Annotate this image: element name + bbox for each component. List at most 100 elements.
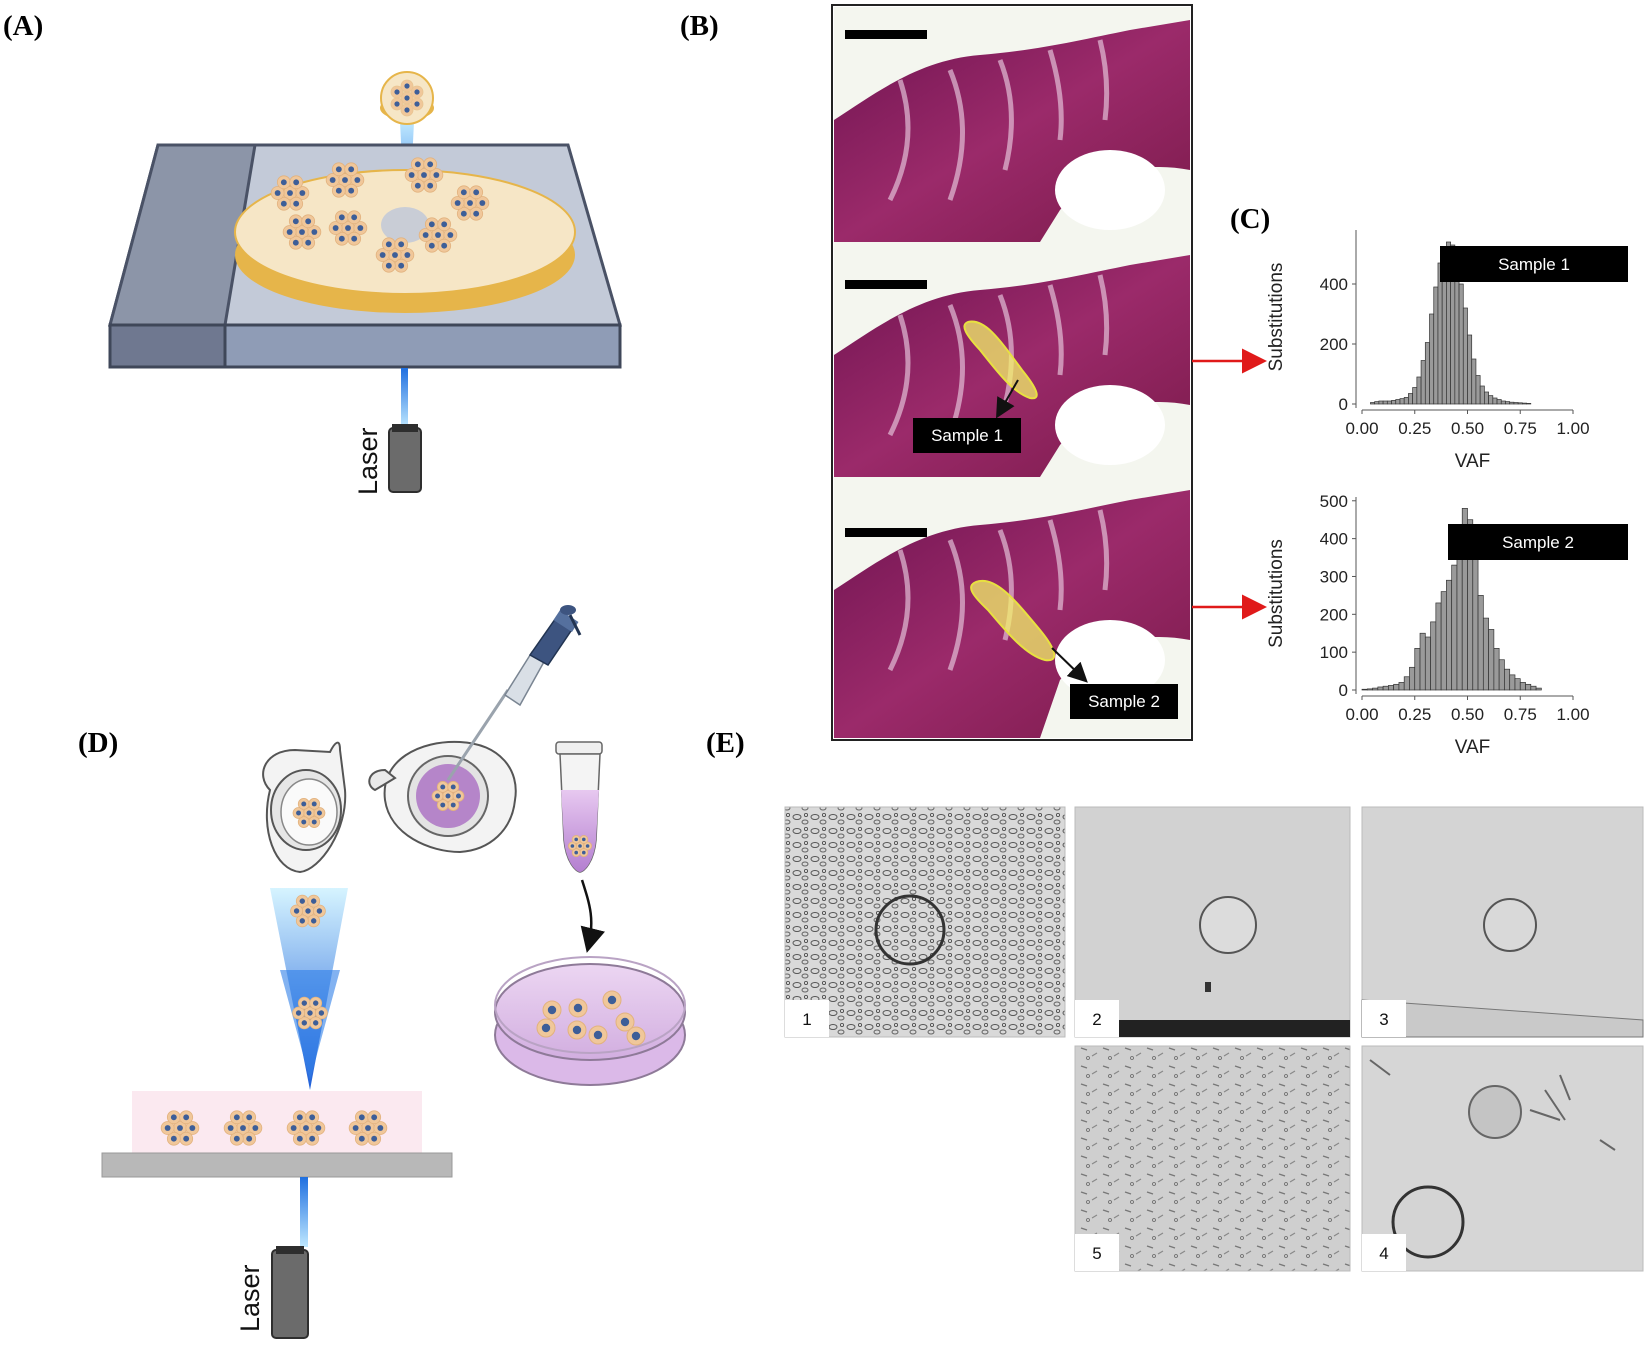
bar-4	[1378, 687, 1383, 690]
bar-15	[1436, 603, 1441, 690]
y-tick-label: 400	[1320, 530, 1348, 549]
bar-16	[1434, 287, 1438, 404]
bar-22	[1473, 558, 1478, 690]
panel-d-diagram: Laser	[102, 605, 685, 1338]
single-cell-7	[627, 1027, 645, 1045]
laser-beam-a-bottom	[401, 368, 408, 428]
bar-34	[1536, 688, 1541, 690]
bar-2	[1367, 689, 1372, 690]
bar-34	[1510, 402, 1514, 404]
bar-27	[1480, 386, 1484, 404]
laser-beam-d-bottom	[300, 1177, 308, 1247]
panel-b-tissue-images: Sample 1 Sample 2	[832, 5, 1192, 740]
x-tick-label: 0.50	[1451, 419, 1484, 438]
bar-36	[1518, 403, 1522, 404]
chart-title: Sample 2	[1502, 533, 1574, 552]
bar-22	[1459, 284, 1463, 404]
x-tick-label: 0.50	[1451, 705, 1484, 724]
x-tick-label: 0.00	[1345, 705, 1378, 724]
x-tick-label: 0.75	[1504, 419, 1537, 438]
bar-12	[1417, 377, 1421, 404]
y-tick-label: 0	[1339, 395, 1348, 414]
x-axis-title: VAF	[1455, 737, 1491, 758]
laser-label-d: Laser	[235, 1264, 265, 1332]
tag-sample1-text: Sample 1	[931, 426, 1003, 445]
single-cell-1	[543, 1001, 561, 1019]
y-tick-label: 300	[1320, 567, 1348, 586]
tag-sample2-text: Sample 2	[1088, 692, 1160, 711]
y-tick-label: 0	[1339, 681, 1348, 700]
bar-21	[1455, 263, 1459, 404]
bar-25	[1489, 629, 1494, 690]
bar-27	[1499, 660, 1504, 690]
micrograph-4: 4	[1362, 1046, 1643, 1271]
bar-11	[1413, 388, 1417, 405]
micrograph-4-number: 4	[1379, 1244, 1388, 1263]
bar-25	[1472, 359, 1476, 404]
bar-29	[1489, 396, 1493, 404]
y-tick-label: 200	[1320, 605, 1348, 624]
bar-14	[1425, 343, 1429, 405]
cell-cluster-tube	[568, 835, 591, 856]
bar-13	[1425, 637, 1430, 690]
bar-17	[1438, 263, 1442, 404]
bar-24	[1483, 618, 1488, 690]
micrograph-2: 2	[1075, 807, 1350, 1037]
bar-28	[1484, 392, 1488, 404]
single-cell-3	[603, 991, 621, 1009]
bar-31	[1497, 400, 1501, 405]
slide-d	[102, 1153, 452, 1177]
bar-13	[1421, 361, 1425, 405]
micrograph-2-number: 2	[1092, 1010, 1101, 1029]
bar-26	[1494, 648, 1499, 690]
micrograph-1: 1	[785, 807, 1065, 1037]
y-tick-label: 500	[1320, 492, 1348, 511]
bar-3	[1379, 401, 1383, 404]
x-tick-label: 0.00	[1345, 419, 1378, 438]
bar-35	[1514, 403, 1518, 405]
single-cell-5	[568, 1021, 586, 1039]
bar-6	[1388, 685, 1393, 690]
single-cell-4	[537, 1019, 555, 1037]
culture-dish	[495, 957, 685, 1085]
bar-28	[1504, 669, 1509, 690]
bar-4	[1383, 401, 1387, 404]
bar-31	[1520, 682, 1525, 690]
bar-30	[1493, 398, 1497, 404]
bar-3	[1373, 688, 1378, 690]
y-tick-label: 200	[1320, 335, 1348, 354]
bar-5	[1387, 401, 1391, 404]
single-cell-2	[569, 999, 587, 1017]
tissue-frame-1	[834, 7, 1190, 242]
bar-17	[1446, 580, 1451, 690]
panel-a-diagram: Laser	[110, 72, 620, 495]
bar-24	[1468, 335, 1472, 404]
bar-32	[1501, 401, 1505, 404]
tag-sample2: Sample 2	[1070, 684, 1178, 719]
y-tick-label: 100	[1320, 643, 1348, 662]
bar-38	[1527, 403, 1531, 404]
bar-23	[1478, 595, 1483, 690]
micrograph-5-number: 5	[1092, 1244, 1101, 1263]
x-axis-title: VAF	[1455, 451, 1491, 472]
micrograph-3: 3	[1362, 807, 1643, 1037]
bar-23	[1463, 308, 1467, 404]
bar-10	[1408, 394, 1412, 405]
x-tick-label: 0.75	[1504, 705, 1537, 724]
transfer-arrow	[582, 880, 591, 948]
bar-37	[1522, 403, 1526, 404]
bar-26	[1476, 376, 1480, 405]
micrograph-5: 5	[1075, 1046, 1350, 1271]
x-tick-label: 1.00	[1556, 705, 1589, 724]
laser-objective-d	[272, 1246, 308, 1338]
bar-2	[1375, 402, 1379, 404]
bar-5	[1383, 686, 1388, 690]
bar-8	[1400, 399, 1404, 404]
histogram-sample1: 0.000.250.500.751.000200400VAFSubstituti…	[1266, 230, 1628, 472]
micrograph-1-number: 1	[802, 1010, 811, 1029]
bar-9	[1404, 397, 1408, 404]
chart-title: Sample 1	[1498, 255, 1570, 274]
panel-e-micrographs: 1 2 3 5 4	[785, 807, 1643, 1271]
bar-33	[1531, 686, 1536, 690]
